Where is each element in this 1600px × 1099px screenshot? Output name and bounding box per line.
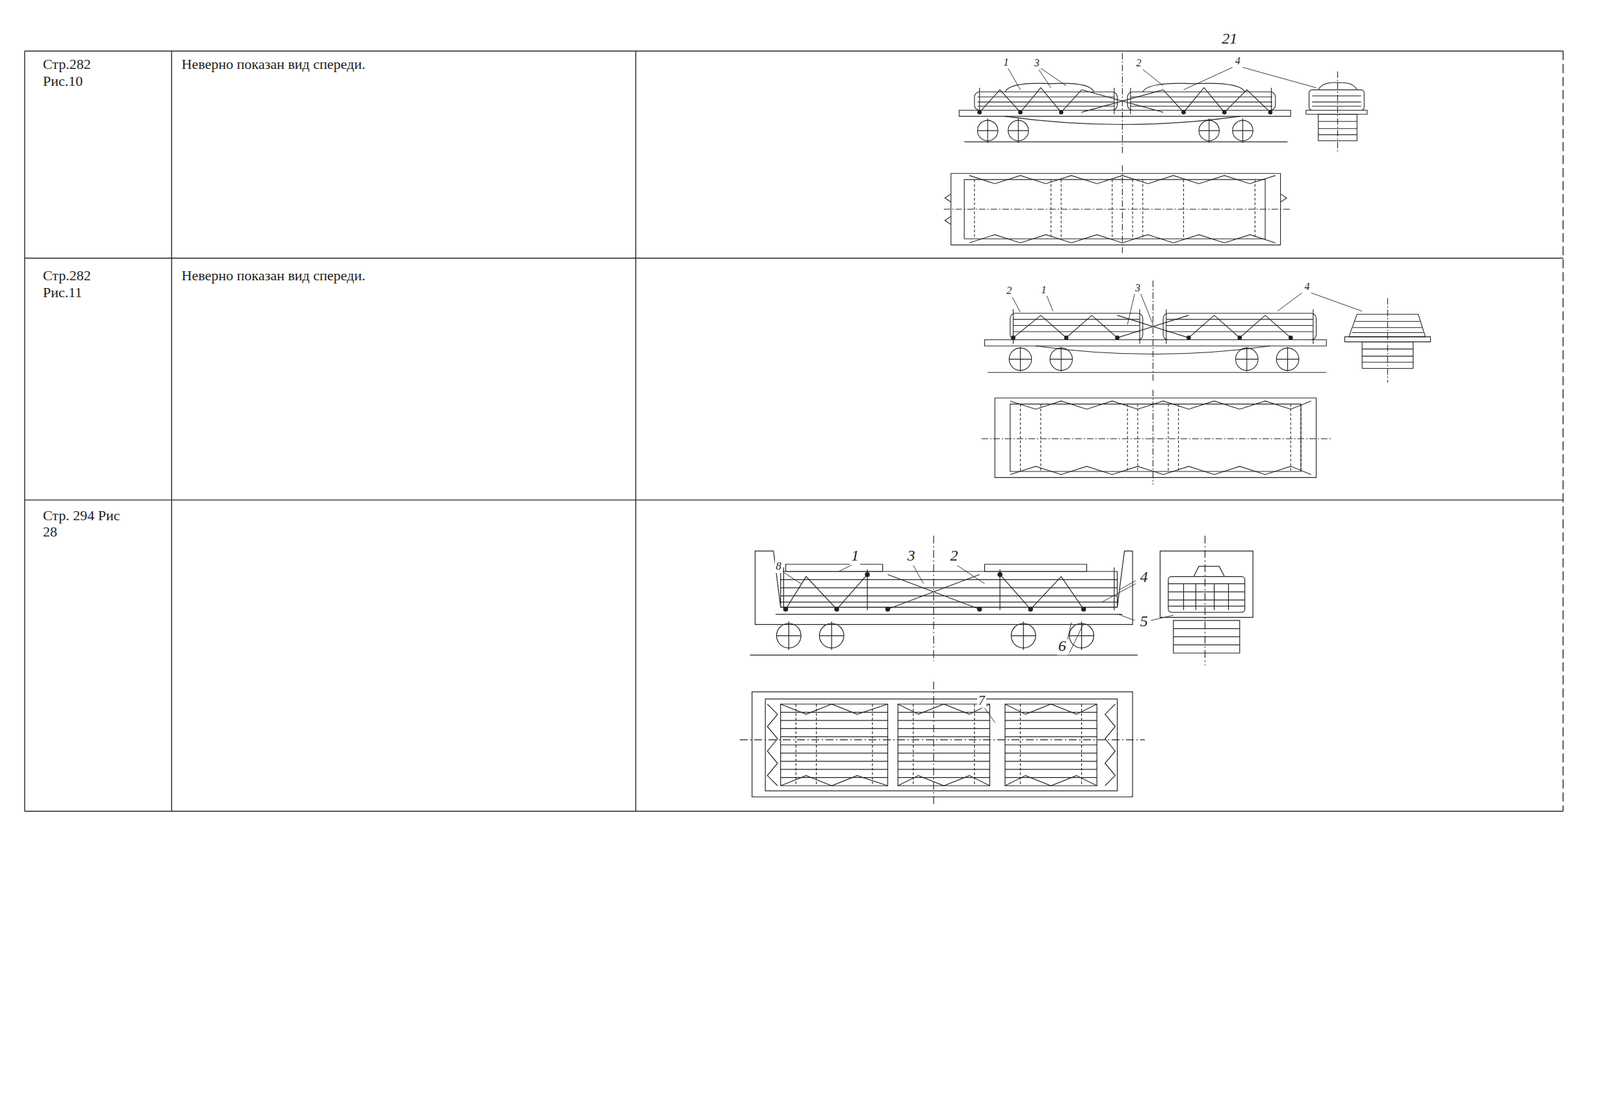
callout-number: 3 — [1133, 281, 1142, 294]
callout-number: 7 — [977, 692, 987, 708]
flatcar-figure-11 — [981, 280, 1431, 486]
callout-number: 8 — [774, 559, 783, 573]
table-grid — [24, 50, 1563, 811]
table-cell: Неверно показан вид спереди. — [181, 267, 366, 284]
flatcar-figure-10 — [944, 53, 1368, 254]
callout-number: 5 — [1138, 612, 1149, 631]
table-cell: Стр.282 Рис.10 — [42, 55, 115, 90]
callout-number: 3 — [1033, 57, 1041, 69]
callout-number: 1 — [1040, 284, 1049, 296]
leader-lines-28 — [783, 564, 1173, 723]
callout-number: 3 — [906, 547, 917, 566]
page-number: 21 — [1220, 29, 1239, 49]
leader-lines-10 — [1008, 67, 1317, 91]
callout-number: 2 — [948, 547, 959, 566]
callout-number: 1 — [849, 547, 861, 566]
callout-number: 2 — [1005, 284, 1013, 297]
callout-number: 2 — [1135, 57, 1143, 69]
callout-number: 4 — [1233, 55, 1242, 67]
table-cell: Стр. 294 Рис 28 — [42, 507, 134, 541]
table-cell: Неверно показан вид спереди. — [181, 55, 366, 73]
callout-number: 4 — [1303, 280, 1312, 293]
gondola-figure-28 — [739, 535, 1253, 807]
leader-lines-11 — [1012, 292, 1363, 325]
callout-number: 1 — [1002, 56, 1011, 69]
callout-number: 4 — [1138, 568, 1149, 588]
table-cell: Стр.282 Рис.11 — [42, 267, 115, 301]
callout-number: 6 — [1057, 637, 1068, 656]
